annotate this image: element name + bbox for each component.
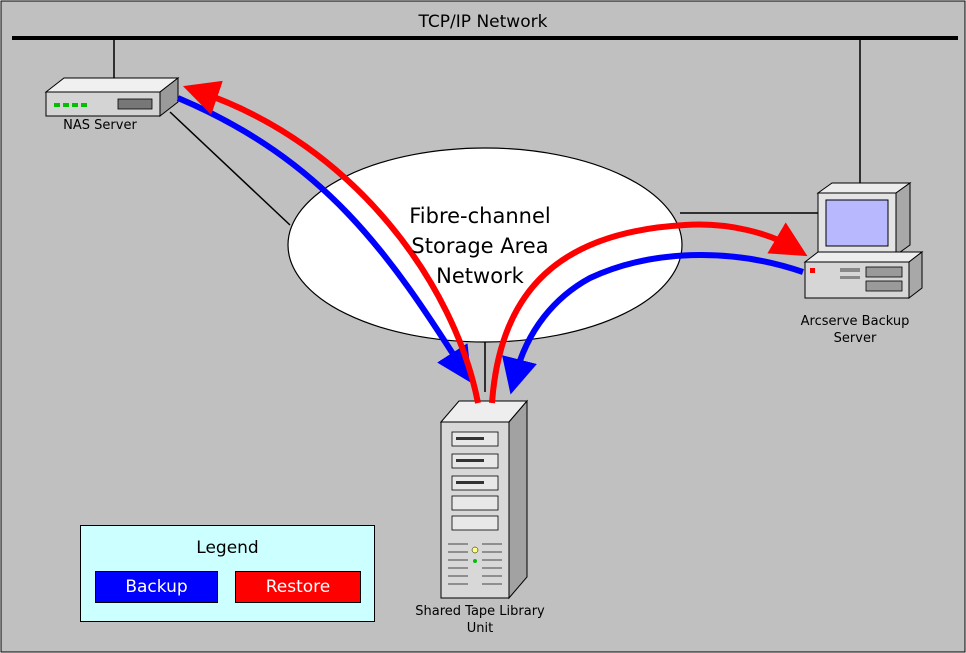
tape-library-icon [439, 399, 529, 600]
restore-arrow-tape-to-backup-server [489, 221, 808, 404]
legend-backup-swatch: Backup [95, 571, 218, 603]
legend-box: Legend Backup Restore [80, 525, 375, 622]
legend-restore-swatch: Restore [235, 571, 361, 603]
backup-server-case-icon [803, 250, 924, 300]
backup-arrow-nas-to-tape [176, 95, 472, 384]
restore-arrow-tape-to-nas [182, 80, 481, 404]
backup-server-label: Arcserve Backup Server [800, 314, 910, 346]
nas-to-san-line [169, 111, 291, 226]
backup-arrow-backup-server-to-tape [502, 251, 804, 395]
san-label: Fibre-channel Storage Area Network [409, 204, 551, 288]
nas-server-icon [44, 76, 180, 118]
san-cloud [287, 147, 683, 343]
nas-server-label: NAS Server [63, 118, 137, 133]
legend-title: Legend [196, 538, 259, 558]
backup-server-monitor-icon [816, 182, 912, 262]
tape-library-label: Shared Tape Library Unit [415, 604, 545, 636]
network-title: TCP/IP Network [418, 12, 548, 32]
